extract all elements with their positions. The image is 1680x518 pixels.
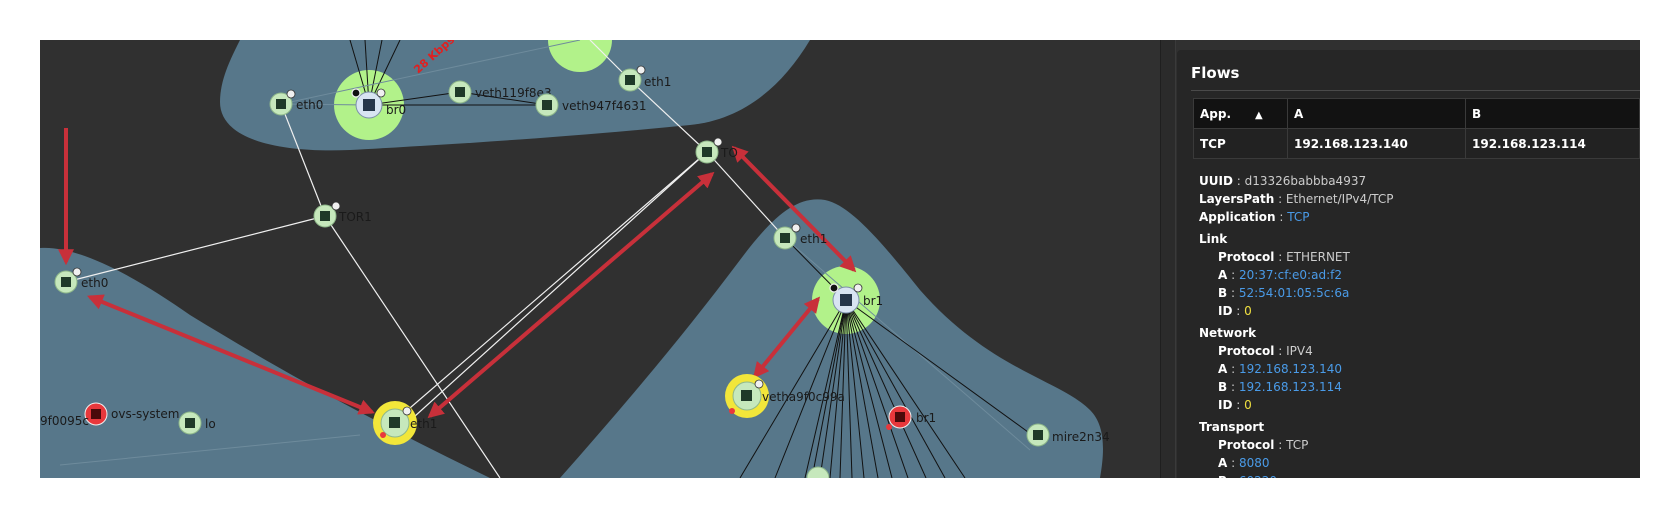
svg-text:br1: br1 [916,411,936,425]
skydive-app: 28 Kbps eth0 br0 veth119f8e3 veth947f463… [40,40,1640,478]
topology-graph[interactable]: 28 Kbps eth0 br0 veth119f8e3 veth947f463… [40,40,1160,478]
cell-a: 192.168.123.140 [1287,128,1466,159]
svg-text:eth0: eth0 [296,98,323,112]
network-b-value[interactable]: 192.168.123.114 [1238,380,1342,394]
link-id: ID : 0 [1218,304,1252,318]
transport-b-value[interactable]: 60220 [1239,474,1277,478]
node-tor1[interactable]: TOR1 [313,201,372,228]
arrow-eth1-tor [427,171,715,419]
node-left-cut[interactable]: 9f0095c [40,414,89,428]
panel-resize-handle[interactable] [1160,40,1176,478]
flow-arrows [58,128,857,419]
flows-table-header: App.▲ A B [1193,98,1640,129]
node-eth0-left[interactable]: eth0 [54,267,108,294]
node-br1-red[interactable]: br1 [886,405,936,430]
transport-a-value[interactable]: 8080 [1238,456,1270,470]
link-b: B : 52:54:01:05:5c:6a [1218,286,1350,300]
svg-text:veth947f4631: veth947f4631 [562,99,646,113]
svg-text:eth1: eth1 [410,417,437,431]
flows-panel-title: Flows [1191,64,1240,82]
node-tor-top[interactable]: TO [695,137,738,164]
svg-text:eth1: eth1 [644,75,671,89]
node-eth1-bottom[interactable]: eth1 [373,401,437,445]
node-ovs-system[interactable]: ovs-system [84,402,179,426]
host-group-right [560,199,1103,478]
svg-text:TO: TO [720,146,738,160]
node-eth1-top[interactable]: eth1 [618,65,671,92]
node-br1[interactable]: br1 [829,283,883,314]
network-protocol: Protocol : IPV4 [1218,344,1313,358]
svg-text:eth0: eth0 [81,276,108,290]
arrow-tor-br1 [731,145,857,273]
top-hub-halo [548,40,612,72]
br1-edges [739,237,1029,478]
section-link-title: Link [1199,232,1228,246]
detail-layers-path: LayersPath : Ethernet/IPv4/TCP [1199,192,1394,206]
flows-table: App.▲ A B TCP 192.168.123.140 192.168.12… [1193,98,1640,159]
application-link[interactable]: TCP [1287,210,1310,224]
table-row[interactable]: TCP 192.168.123.140 192.168.123.114 [1193,128,1640,159]
node-br0[interactable]: br0 [351,88,406,119]
network-a-value[interactable]: 192.168.123.140 [1238,362,1343,376]
svg-text:mire2n34: mire2n34 [1052,430,1110,444]
node-veth119[interactable]: veth119f8e3 [448,80,552,104]
svg-text:eth1: eth1 [800,232,827,246]
section-network-title: Network [1199,326,1257,340]
svg-text:vetha9f0c99a: vetha9f0c99a [762,390,845,404]
column-header-a[interactable]: A [1287,98,1466,129]
cell-app: TCP [1193,128,1288,159]
svg-text:br0: br0 [386,103,406,117]
node-lo[interactable]: lo [178,411,216,435]
svg-text:9f0095c: 9f0095c [40,414,89,428]
arrow-br1-veth [752,296,821,379]
node-veth947[interactable]: veth947f4631 [535,93,646,117]
node-eth-mid[interactable]: eth1 [773,223,827,250]
section-transport-title: Transport [1199,420,1265,434]
flow-details: UUID : d13326babbba4937 LayersPath : Eth… [1199,172,1640,478]
sort-ascending-icon[interactable]: ▲ [1255,109,1263,121]
link-b-value[interactable]: 52:54:01:05:5c:6a [1238,286,1350,300]
arrow-eth0-eth1 [87,294,375,415]
network-a: A : 192.168.123.140 [1218,362,1343,376]
column-header-b[interactable]: B [1465,98,1640,129]
link-a-value[interactable]: 20:37:cf:e0:ad:f2 [1238,268,1342,282]
node-mire[interactable]: mire2n34 [1026,423,1110,447]
node-bottom-cut[interactable] [806,466,830,478]
cell-b: 192.168.123.114 [1465,128,1640,159]
svg-text:TOR1: TOR1 [338,210,372,224]
node-vetha9f[interactable]: vetha9f0c99a [725,374,845,418]
flows-panel: Flows App.▲ A B TCP 192.168.123.140 192.… [1177,50,1640,478]
network-b: B : 192.168.123.114 [1218,380,1342,394]
svg-text:ovs-system: ovs-system [111,407,179,421]
transport-protocol: Protocol : TCP [1218,438,1309,452]
link-a: A : 20:37:cf:e0:ad:f2 [1218,268,1342,282]
topology-canvas[interactable]: 28 Kbps eth0 br0 veth119f8e3 veth947f463… [40,40,1160,478]
column-header-app[interactable]: App.▲ [1193,98,1288,129]
svg-text:lo: lo [205,417,216,431]
svg-text:veth119f8e3: veth119f8e3 [475,86,552,100]
detail-application: Application : TCP [1199,210,1310,224]
node-eth0-top[interactable]: eth0 [269,89,323,116]
detail-uuid: UUID : d13326babbba4937 [1199,174,1367,188]
svg-text:br1: br1 [863,294,883,308]
transport-a: A : 8080 [1218,456,1270,470]
link-protocol: Protocol : ETHERNET [1218,250,1350,264]
panel-divider [1191,90,1640,91]
network-id: ID : 0 [1218,398,1252,412]
transport-b: B : 60220 [1199,472,1640,478]
